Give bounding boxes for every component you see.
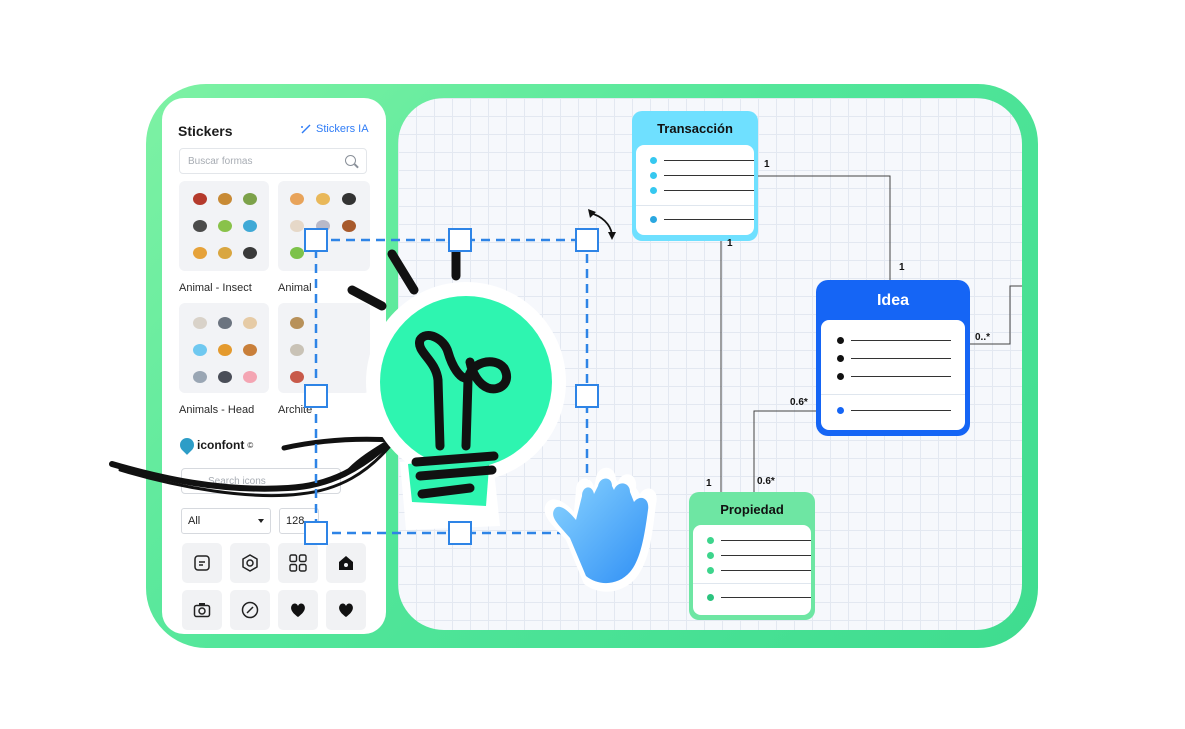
class-title: Propiedad — [720, 502, 784, 517]
select-value: All — [188, 515, 201, 527]
icon-filter-select[interactable]: All — [181, 508, 271, 534]
icon-tile[interactable] — [326, 590, 366, 630]
sticker-category-label: Animal — [278, 282, 312, 294]
grid-icon — [289, 554, 307, 572]
rotate-handle-icon — [588, 209, 616, 240]
connector-lines — [720, 175, 1022, 492]
diagram-canvas[interactable]: Transacción Idea Propiedad 1 — [398, 98, 1022, 630]
magic-wand-icon — [301, 124, 311, 134]
sticker-category-label: Animals - Head — [179, 404, 255, 416]
stickers-search-input[interactable]: Buscar formas — [179, 148, 367, 174]
uml-class-transaccion[interactable]: Transacción — [632, 111, 758, 241]
sticker-category-card[interactable] — [179, 303, 269, 393]
home-icon — [339, 556, 353, 570]
multiplicity-label: 0.6* — [757, 476, 775, 487]
chevron-down-icon — [258, 519, 264, 523]
class-title: Transacción — [657, 121, 733, 136]
multiplicity-label: 1 — [706, 478, 712, 489]
uml-class-idea[interactable]: Idea — [816, 280, 970, 436]
sticker-category-card[interactable] — [278, 303, 370, 393]
multiplicity-label: 0..* — [975, 332, 991, 343]
icon-tile[interactable] — [278, 543, 318, 583]
sticker-category-card[interactable] — [278, 181, 370, 271]
stickers-ai-label: Stickers IA — [316, 123, 369, 135]
sticker-category-label: Animal - Insect — [179, 282, 252, 294]
uml-class-propiedad[interactable]: Propiedad — [689, 492, 815, 620]
icon-tile[interactable] — [326, 543, 366, 583]
hand-cursor-icon — [544, 467, 657, 592]
multiplicity-label: 1 — [899, 262, 905, 273]
multiplicity-label: 1 — [764, 159, 770, 170]
stickers-panel: Stickers Stickers IA Buscar formas Anima… — [162, 98, 386, 634]
icon-tile[interactable] — [230, 543, 270, 583]
lightbulb-icon — [347, 247, 566, 530]
icon-tile[interactable] — [182, 590, 222, 630]
camera-icon — [193, 603, 211, 618]
icon-tile[interactable] — [278, 590, 318, 630]
icon-tile[interactable] — [230, 590, 270, 630]
class-title: Idea — [876, 292, 909, 309]
note-icon — [194, 555, 210, 571]
compass-icon — [241, 601, 259, 619]
heart-icon — [339, 603, 353, 617]
search-icon[interactable] — [345, 155, 356, 166]
select-value: 128 — [286, 515, 305, 527]
selection-box[interactable] — [304, 228, 599, 545]
panel-title: Stickers — [178, 123, 233, 139]
multiplicity-label: 0.6* — [790, 397, 808, 408]
hexagon-settings-icon — [242, 554, 258, 572]
multiplicity-label: 1 — [727, 238, 733, 249]
search-placeholder: Buscar formas — [188, 156, 253, 167]
icon-tile[interactable] — [182, 543, 222, 583]
sticker-category-label: Archite — [278, 404, 313, 416]
heart-icon — [291, 603, 305, 617]
sticker-category-card[interactable] — [179, 181, 269, 271]
stickers-ai-button[interactable]: Stickers IA — [300, 123, 369, 135]
